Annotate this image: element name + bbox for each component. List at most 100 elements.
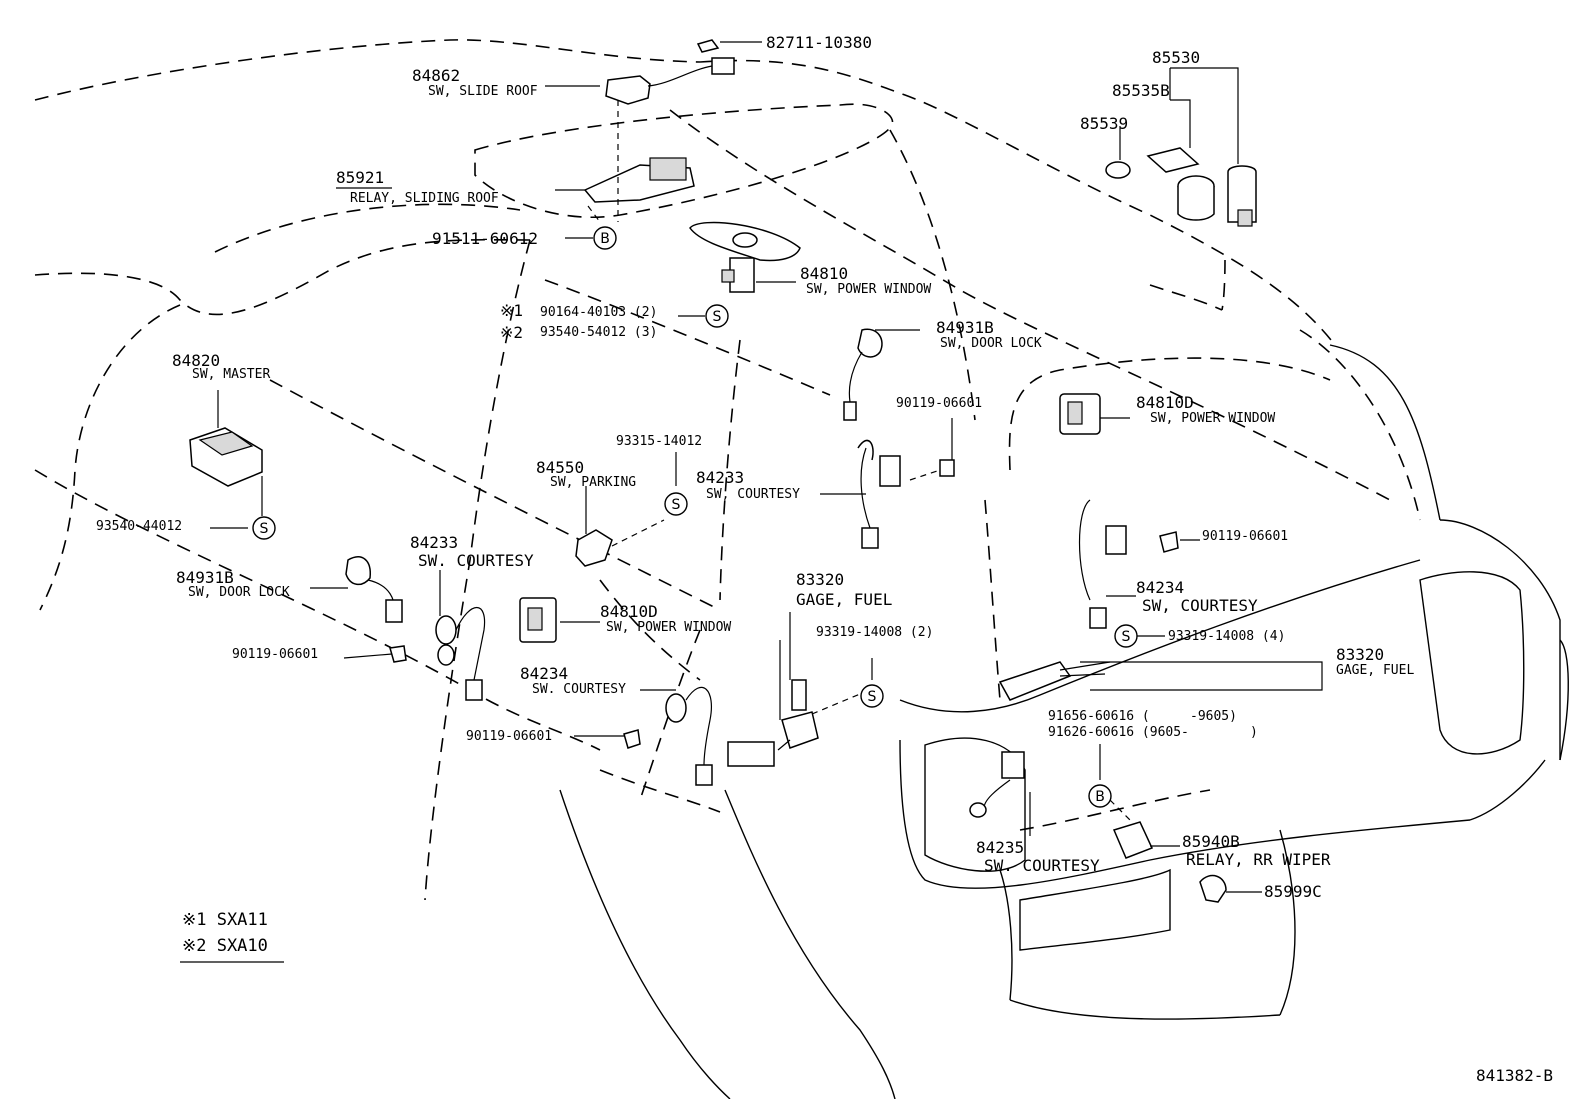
part-name-84234-right: SW, COURTESY [1142, 596, 1258, 615]
note-mark-1: ※1 [500, 301, 524, 320]
part-number-90119-rear: 90119-06601 [1202, 529, 1289, 544]
part-number-90119-lower: 90119-06601 [466, 729, 553, 744]
part-number-93315: 93315-14012 [616, 434, 703, 449]
part-82711-clip [696, 39, 720, 53]
marker-s-fuel-text: S [868, 689, 877, 705]
part-name-85921: RELAY, SLIDING ROOF [350, 191, 499, 206]
part-master-switch [189, 427, 263, 487]
part-number-84810: 84810 [800, 264, 849, 283]
part-number-85530: 85530 [1152, 48, 1201, 67]
part-courtesy-switch-84233-left [435, 606, 486, 701]
part-range-91656: -9605) [1190, 709, 1237, 724]
part-name-84550: SW, PARKING [550, 475, 637, 490]
part-number-93319-4: 93319-14008 (4) [1168, 629, 1286, 644]
part-door-lock-switch-front [843, 328, 883, 421]
part-number-82711: 82711-10380 [766, 33, 872, 52]
note-mark-2: ※2 [500, 323, 524, 342]
part-number-84862: 84862 [412, 66, 461, 85]
part-power-window-switch-rear-left [519, 597, 557, 643]
part-range-91626: ) [1250, 725, 1258, 740]
part-85999c-bracket [1199, 874, 1227, 903]
part-parking-switch [575, 529, 613, 567]
part-number-84810d-left: 84810D [600, 602, 658, 621]
part-number-84234-right: 84234 [1136, 578, 1185, 597]
part-number-83320-left: 83320 [796, 570, 845, 589]
figure-number: 841382-B [1476, 1066, 1554, 1085]
marker-s-rear-text: S [1122, 629, 1131, 645]
marker-b-rear: B [1088, 784, 1112, 808]
part-number-84550: 84550 [536, 458, 585, 477]
marker-b-rear-text: B [1095, 789, 1105, 805]
part-number-85535b: 85535B [1112, 81, 1170, 100]
marker-s-fuel: S [860, 684, 884, 708]
part-number-85940b: 85940B [1182, 832, 1240, 851]
part-number-84233-right: 84233 [696, 468, 745, 487]
part-name-84931b-left: SW, DOOR LOCK [188, 585, 290, 600]
part-number-91656: 91656-60616 ( [1048, 709, 1150, 724]
part-name-83320-right: GAGE, FUEL [1336, 663, 1415, 678]
part-name-84820: SW, MASTER [192, 367, 271, 382]
part-name-84233-right: SW, COURTESY [706, 487, 800, 502]
part-bolt-90119-right [939, 459, 955, 477]
part-number-84931b-left: 84931B [176, 568, 234, 587]
part-number-91511: 91511-60612 [432, 229, 538, 248]
footnote-1: ※1 SXA11 [182, 910, 268, 930]
part-number-90164: 90164-40103 (2) [540, 305, 658, 320]
part-name-84931b-top: SW, DOOR LOCK [940, 336, 1042, 351]
marker-s-left: S [252, 516, 276, 540]
part-map-lamp-area [689, 221, 801, 262]
leader-lines [210, 41, 1323, 893]
part-number-91626: 91626-60616 (9605- [1048, 725, 1189, 740]
part-number-93319-2: 93319-14008 (2) [816, 625, 934, 640]
part-name-84810: SW, POWER WINDOW [806, 282, 932, 297]
rear-body [559, 344, 1569, 1099]
part-name-84810d-left: SW, POWER WINDOW [606, 620, 732, 635]
part-cigarette-lighter [1105, 147, 1257, 227]
part-name-84234-left: SW. COURTESY [532, 682, 626, 697]
part-number-85999c: 85999C [1264, 882, 1322, 901]
part-sliding-roof-relay [583, 157, 695, 203]
marker-s-top-text: S [713, 309, 722, 325]
marker-s-top: S [705, 304, 729, 328]
part-number-84820: 84820 [172, 351, 221, 370]
part-door-lock-switch-rear [345, 556, 403, 623]
marker-s-parking-text: S [672, 497, 681, 513]
footnote-2: ※2 SXA10 [182, 936, 268, 956]
part-courtesy-switch-84235 [969, 751, 1025, 818]
part-courtesy-switch-84234-left [665, 686, 713, 786]
part-name-85940b: RELAY, RR WIPER [1186, 850, 1331, 869]
part-power-window-switch-front [721, 257, 755, 293]
part-name-84235: SW. COURTESY [984, 856, 1100, 875]
part-bolt-90119-left [389, 645, 407, 663]
part-number-90119-left: 90119-06601 [232, 647, 319, 662]
marker-s-parking: S [664, 492, 688, 516]
part-bolt-90119-rear [1159, 531, 1179, 553]
part-number-84235: 84235 [976, 838, 1025, 857]
part-fuel-gage-sender [727, 679, 819, 767]
part-fuel-gage-83320-right [998, 661, 1111, 701]
part-power-window-switch-rear-right [1059, 393, 1101, 435]
marker-s-left-text: S [260, 521, 269, 537]
part-courtesy-switch-84234-right [1078, 499, 1127, 629]
marker-s-rear: S [1114, 624, 1138, 648]
part-number-93540-54012: 93540-54012 (3) [540, 325, 658, 340]
part-number-84931b-top: 84931B [936, 318, 994, 337]
part-name-84810d-right: SW, POWER WINDOW [1150, 411, 1276, 426]
part-courtesy-switch-84233-right [857, 439, 901, 549]
marker-b-top-text: B [600, 231, 610, 247]
marker-b-top: B [593, 226, 617, 250]
part-name-84233-left: SW. COURTESY [418, 551, 534, 570]
part-number-85539: 85539 [1080, 114, 1129, 133]
part-number-85921: 85921 [336, 168, 385, 187]
part-number-83320-right: 83320 [1336, 645, 1385, 664]
part-name-84862: SW, SLIDE ROOF [428, 84, 538, 99]
part-rr-wiper-relay [1112, 821, 1154, 859]
part-name-83320-left: GAGE, FUEL [796, 590, 893, 609]
part-number-84234-left: 84234 [520, 664, 569, 683]
part-number-90119-top: 90119-06601 [896, 396, 983, 411]
part-bolt-90119-lower [623, 729, 641, 749]
part-number-93540-44012: 93540-44012 [96, 519, 183, 534]
part-number-84233-left: 84233 [410, 533, 459, 552]
part-slide-roof-switch [605, 57, 735, 105]
